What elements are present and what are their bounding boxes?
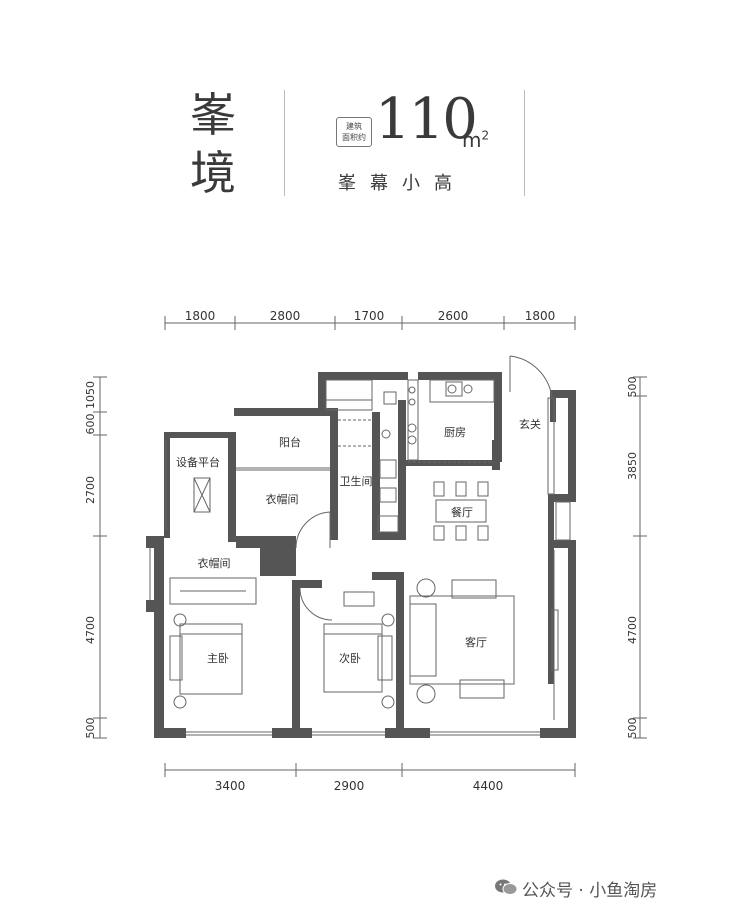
dim-right-3: 4700 <box>626 616 639 644</box>
dim-right-2: 3850 <box>626 452 639 480</box>
dim-bottom-1: 3400 <box>215 779 246 793</box>
dim-top-2: 2800 <box>270 309 301 323</box>
watermark: 公众号 · 小鱼淘房 <box>522 881 658 901</box>
title-separator-right <box>524 90 525 196</box>
dim-top-4: 2600 <box>438 309 469 323</box>
area-unit-sup: 2 <box>481 128 490 143</box>
unit-name-char-1: 峯 <box>190 88 236 142</box>
dimension-right <box>633 376 647 739</box>
room-entrance: 玄关 <box>519 417 541 431</box>
dim-left-4: 4700 <box>84 616 97 644</box>
dim-bottom-2: 2900 <box>334 779 365 793</box>
wechat-icon <box>495 879 518 895</box>
dimension-left <box>93 376 107 739</box>
fixtures <box>149 355 571 736</box>
room-second-bedroom: 次卧 <box>339 651 361 665</box>
room-dining: 餐厅 <box>451 505 473 519</box>
area-unit: m2 <box>462 128 489 152</box>
room-walk-in-closet-lower: 衣帽间 <box>198 556 231 570</box>
walls <box>146 372 576 738</box>
area-value: 110 <box>375 87 478 152</box>
room-walk-in-closet-upper: 衣帽间 <box>266 492 299 506</box>
room-bathroom: 卫生间 <box>340 474 373 488</box>
room-living-room: 客厅 <box>465 635 487 649</box>
series-name: 峯幕小高 <box>338 173 466 194</box>
room-kitchen: 厨房 <box>444 426 466 439</box>
unit-name-char-2: 境 <box>190 146 236 200</box>
area-badge: 建筑 面积约 <box>336 117 372 147</box>
dimension-bottom <box>164 763 576 777</box>
badge-line-1: 建筑 <box>346 122 362 131</box>
dim-top-1: 1800 <box>185 309 216 323</box>
dim-right-1: 500 <box>626 377 639 398</box>
dim-bottom-3: 4400 <box>473 779 504 793</box>
dim-left-5: 500 <box>84 718 97 739</box>
dim-left-1: 1050 <box>84 381 97 409</box>
dim-top-5: 1800 <box>525 309 556 323</box>
dimension-top <box>164 316 576 330</box>
dim-left-3: 2700 <box>84 476 97 504</box>
badge-line-2: 面积约 <box>342 133 366 142</box>
room-balcony: 阳台 <box>279 435 301 449</box>
room-master-bedroom: 主卧 <box>207 652 229 665</box>
dim-top-3: 1700 <box>354 309 385 323</box>
area-unit-base: m <box>462 128 482 152</box>
title-separator-left <box>284 90 285 196</box>
dim-right-4: 500 <box>626 718 639 739</box>
dim-left-2: 600 <box>84 414 97 435</box>
room-equipment-platform: 设备平台 <box>176 455 220 469</box>
